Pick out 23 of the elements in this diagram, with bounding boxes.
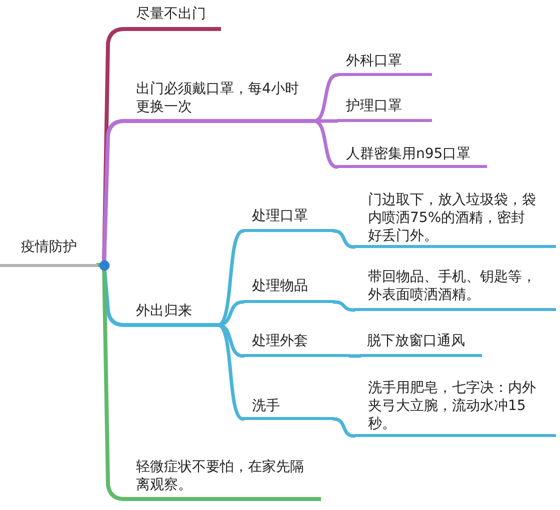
branch-line <box>332 300 356 312</box>
branch-topic-label: 处理物品 <box>243 277 334 304</box>
branch-topic-label: 处理口罩 <box>243 207 334 232</box>
branch-line <box>216 323 245 421</box>
branch-line <box>312 119 339 169</box>
branch-line <box>332 229 356 249</box>
branch-line <box>348 354 362 358</box>
branch-topic-label: 出门必须戴口罩，每4小时更换一次 <box>129 80 314 123</box>
branch-topic-label: 洗手用肥皂，七字决：内外夹弓大立腕，流动水冲15秒。 <box>354 379 556 438</box>
branch-topic-label: 脱下放窗口通风 <box>360 332 482 358</box>
branch-topic-label: 轻微症状不要怕，在家先隔离观察。 <box>129 458 321 501</box>
central-topic-label: 疫情防护 <box>0 238 98 266</box>
branch-topic-label: 尽量不出门 <box>127 5 221 31</box>
branch-topic-label: 护理口罩 <box>337 97 432 122</box>
branch-line <box>332 417 356 438</box>
branch-topic-label: 带回物品、手机、钥匙等，外表面喷洒酒精。 <box>354 268 556 312</box>
branch-topic-label: 外科口罩 <box>337 52 432 76</box>
branch-topic-label: 外出归来 <box>129 302 218 327</box>
branch-topic-label: 洗手 <box>243 397 334 420</box>
branch-topic-label: 人群密集用n95口罩 <box>337 145 487 168</box>
branch-topic-label: 门边取下，放入垃圾袋，袋内喷洒75%的酒精，密封好丢门外。 <box>354 191 556 248</box>
branch-line <box>216 300 245 327</box>
branch-topic-label: 处理外套 <box>243 332 350 358</box>
